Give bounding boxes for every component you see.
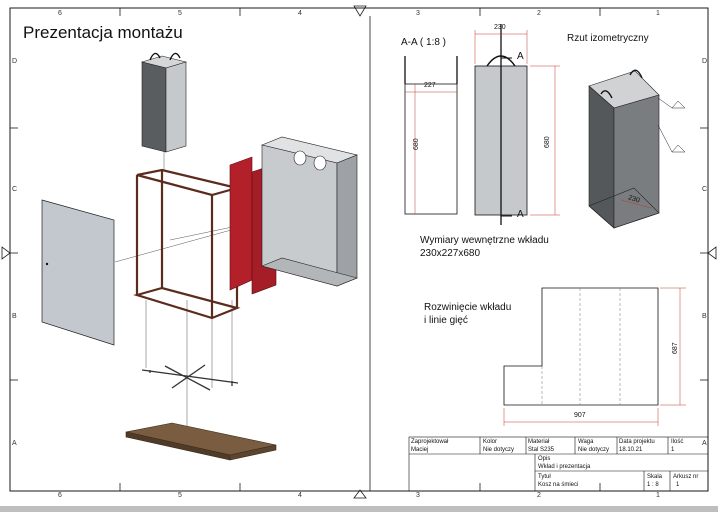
tb-date-label: Data projektu bbox=[619, 439, 655, 445]
tb-count-label: Ilość bbox=[671, 439, 684, 445]
zone-left-B: B bbox=[12, 313, 17, 320]
zone-top-3: 3 bbox=[416, 10, 420, 17]
zone-right-B: B bbox=[702, 313, 707, 320]
zone-left-C: C bbox=[12, 186, 18, 193]
sheet-border bbox=[9, 7, 709, 492]
zone-top-1: 1 bbox=[656, 10, 660, 17]
tb-material-value: Stal S235 bbox=[528, 447, 555, 453]
unfold-note-line1: Rozwinięcie wkładu bbox=[424, 302, 512, 313]
housing-shell bbox=[261, 136, 358, 287]
base-bracket bbox=[141, 364, 239, 391]
dim-inner-height: 680 bbox=[413, 138, 420, 150]
inner-dims-note-line2: 230x227x680 bbox=[420, 248, 481, 259]
centering-marks bbox=[1, 5, 717, 499]
tb-sheet-value: 1 bbox=[676, 482, 680, 488]
wood-base-plate bbox=[125, 422, 277, 461]
dim-outer-width: 230 bbox=[494, 24, 506, 31]
cut-letter-top: A bbox=[517, 51, 524, 62]
cut-letter-bottom: A bbox=[517, 209, 524, 220]
tb-material-label: Materiał bbox=[528, 439, 550, 445]
tb-count-value: 1 bbox=[671, 447, 675, 453]
zone-bottom-2: 2 bbox=[537, 492, 541, 499]
tb-sheet-label: Arkusz nr bbox=[673, 474, 699, 480]
zone-bottom-5: 5 bbox=[178, 492, 182, 499]
dim-inner-width: 227 bbox=[424, 82, 436, 89]
zone-left-A: A bbox=[12, 440, 17, 447]
zone-right-A: A bbox=[702, 440, 707, 447]
zone-top-5: 5 bbox=[178, 10, 182, 17]
door-panel bbox=[41, 199, 115, 346]
tb-scale-value: 1 : 8 bbox=[647, 482, 659, 488]
frame-part bbox=[133, 168, 242, 320]
dim-outer-height: 680 bbox=[544, 136, 551, 148]
tb-color-value: Nie dotyczy bbox=[483, 447, 515, 453]
bin-insert-part bbox=[140, 52, 188, 153]
isometric-view bbox=[588, 69, 686, 229]
tb-weight-value: Nie dotyczy bbox=[578, 447, 610, 453]
zone-right-D: D bbox=[702, 58, 708, 65]
unfold-dim-height: 687 bbox=[672, 342, 679, 354]
inner-dims-note-line1: Wymiary wewnętrzne wkładu bbox=[420, 235, 549, 246]
sheet-title: Prezentacja montażu bbox=[23, 23, 183, 42]
zone-top-4: 4 bbox=[298, 10, 302, 17]
iso-label: Rzut izometryczny bbox=[567, 33, 649, 44]
assembly-lines bbox=[114, 120, 341, 435]
tb-designed-label: Zaprojektował bbox=[411, 439, 449, 445]
unfold-dim-width: 907 bbox=[574, 412, 586, 419]
zone-bottom-1: 1 bbox=[656, 492, 660, 499]
tb-scale-label: Skala bbox=[647, 474, 663, 480]
zone-ticks bbox=[10, 8, 708, 491]
section-view bbox=[404, 24, 560, 225]
tb-designed-value: Maciej bbox=[411, 447, 429, 453]
zone-left-D: D bbox=[12, 58, 18, 65]
door-handle bbox=[45, 262, 49, 266]
zone-bottom-4: 4 bbox=[298, 492, 302, 499]
zone-bottom-3: 3 bbox=[416, 492, 420, 499]
zone-bottom-6: 6 bbox=[58, 492, 62, 499]
tb-title-label: Tytuł bbox=[538, 474, 551, 480]
tb-title-value: Kosz na śmieci bbox=[538, 482, 579, 488]
bottom-bar bbox=[0, 506, 718, 512]
tb-weight-label: Waga bbox=[578, 439, 594, 445]
unfold-view bbox=[503, 287, 686, 426]
unfold-note-line2: i linie gięć bbox=[424, 315, 468, 326]
zone-top-2: 2 bbox=[537, 10, 541, 17]
tb-desc-value: Wkład i prezentacja bbox=[538, 464, 591, 470]
zone-right-C: C bbox=[702, 186, 708, 193]
tb-color-label: Kolor bbox=[483, 439, 498, 445]
tb-desc-label: Opis bbox=[538, 456, 551, 462]
title-block bbox=[408, 436, 709, 492]
red-panel-front bbox=[229, 156, 253, 291]
tb-date-value: 18.10.21 bbox=[619, 447, 643, 453]
section-label: A-A ( 1:8 ) bbox=[401, 37, 447, 48]
zone-top-6: 6 bbox=[58, 10, 62, 17]
